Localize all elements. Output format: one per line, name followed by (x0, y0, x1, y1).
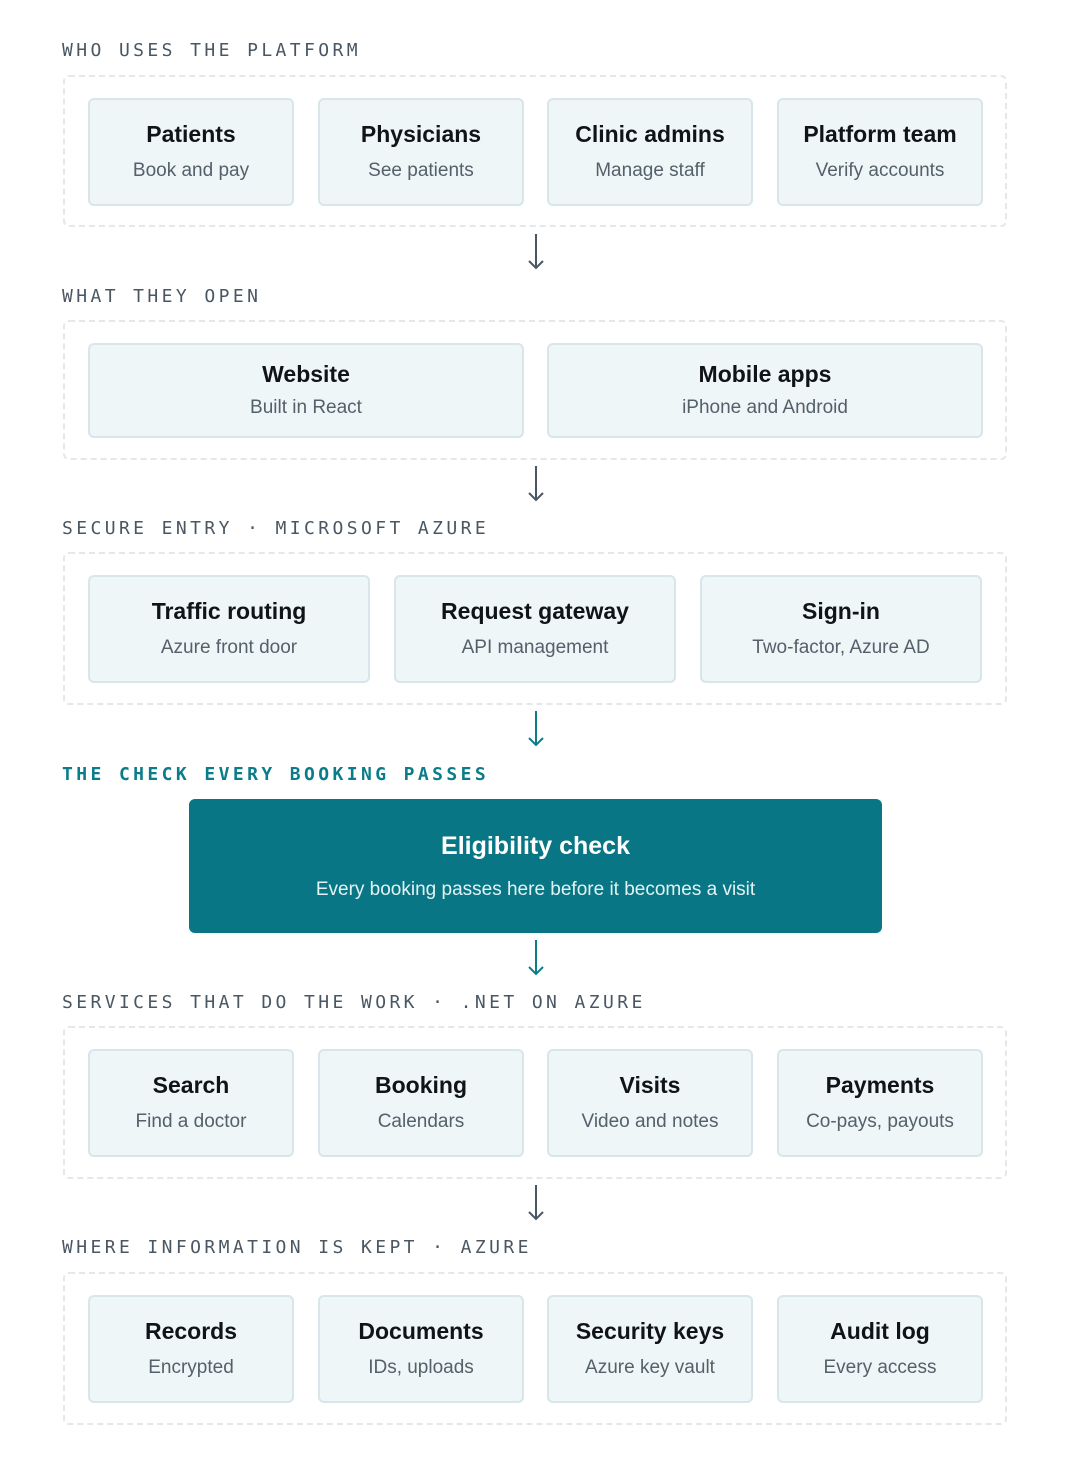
card-subtitle: See patients (368, 160, 474, 182)
card-records: Records Encrypted (88, 1295, 294, 1403)
card-title: Patients (146, 120, 236, 147)
card-documents: Documents IDs, uploads (318, 1295, 524, 1403)
card-subtitle: iPhone and Android (682, 396, 848, 418)
entry-group (63, 552, 1007, 705)
card-title: Mobile apps (698, 361, 832, 388)
card-subtitle: Encrypted (148, 1357, 234, 1379)
card-title: Platform team (803, 120, 957, 147)
card-patients: Patients Book and pay (88, 98, 294, 206)
card-subtitle: Built in React (250, 396, 362, 418)
section-label-users: WHO USES THE PLATFORM (62, 40, 361, 61)
arrow-down-icon (528, 940, 544, 976)
card-title: Payments (825, 1071, 935, 1098)
arrow-down-icon (528, 466, 544, 502)
card-subtitle: Verify accounts (815, 160, 945, 182)
card-sign-in: Sign-in Two-factor, Azure AD (700, 575, 982, 683)
users-group (63, 75, 1007, 227)
card-title: Documents (358, 1317, 484, 1344)
section-label-check: THE CHECK EVERY BOOKING PASSES (62, 764, 490, 785)
card-title: Booking (375, 1071, 467, 1098)
card-title: Security keys (575, 1317, 725, 1344)
card-traffic-routing: Traffic routing Azure front door (88, 575, 370, 683)
card-subtitle: Manage staff (595, 160, 705, 182)
card-title: Request gateway (441, 597, 629, 624)
arrow-down-icon (528, 711, 544, 747)
card-audit-log: Audit log Every access (777, 1295, 983, 1403)
card-website: Website Built in React (88, 343, 524, 438)
card-payments: Payments Co-pays, payouts (777, 1049, 983, 1157)
card-visits: Visits Video and notes (547, 1049, 753, 1157)
card-subtitle: Book and pay (132, 160, 250, 182)
card-subtitle: Azure key vault (585, 1357, 715, 1379)
section-label-services: SERVICES THAT DO THE WORK · .NET ON AZUR… (62, 992, 646, 1013)
card-title: Records (144, 1317, 238, 1344)
card-title: Physicians (360, 120, 482, 147)
card-subtitle: Every access (823, 1357, 937, 1379)
card-mobile-apps: Mobile apps iPhone and Android (547, 343, 983, 438)
arrow-down-icon (528, 234, 544, 270)
card-clinic-admins: Clinic admins Manage staff (547, 98, 753, 206)
card-title: Search (152, 1071, 230, 1098)
section-label-entry: SECURE ENTRY · MICROSOFT AZURE (62, 518, 490, 539)
clients-group (63, 320, 1007, 460)
card-subtitle: Calendars (377, 1111, 465, 1133)
card-security-keys: Security keys Azure key vault (547, 1295, 753, 1403)
card-request-gateway: Request gateway API management (394, 575, 676, 683)
card-subtitle: Find a doctor (135, 1111, 247, 1133)
card-title: Visits (619, 1071, 681, 1098)
card-subtitle: API management (461, 637, 609, 659)
card-title: Audit log (830, 1317, 930, 1344)
card-physicians: Physicians See patients (318, 98, 524, 206)
card-subtitle: Co-pays, payouts (806, 1111, 954, 1133)
storage-group (63, 1272, 1007, 1425)
card-title: Traffic routing (151, 597, 307, 624)
card-booking: Booking Calendars (318, 1049, 524, 1157)
eligibility-check-card: Eligibility check Every booking passes h… (189, 799, 882, 933)
card-subtitle: Video and notes (581, 1111, 719, 1133)
card-title: Clinic admins (575, 120, 725, 147)
section-label-clients: WHAT THEY OPEN (62, 286, 262, 307)
card-subtitle: Every booking passes here before it beco… (315, 878, 756, 900)
card-subtitle: IDs, uploads (368, 1357, 474, 1379)
card-title: Eligibility check (441, 831, 630, 860)
arrow-down-icon (528, 1185, 544, 1221)
card-subtitle: Azure front door (160, 637, 298, 659)
card-search: Search Find a doctor (88, 1049, 294, 1157)
card-title: Website (262, 361, 350, 388)
services-group (63, 1026, 1007, 1179)
card-title: Sign-in (802, 597, 880, 624)
section-label-storage: WHERE INFORMATION IS KEPT · AZURE (62, 1237, 532, 1258)
card-platform-team: Platform team Verify accounts (777, 98, 983, 206)
card-subtitle: Two-factor, Azure AD (752, 637, 930, 659)
